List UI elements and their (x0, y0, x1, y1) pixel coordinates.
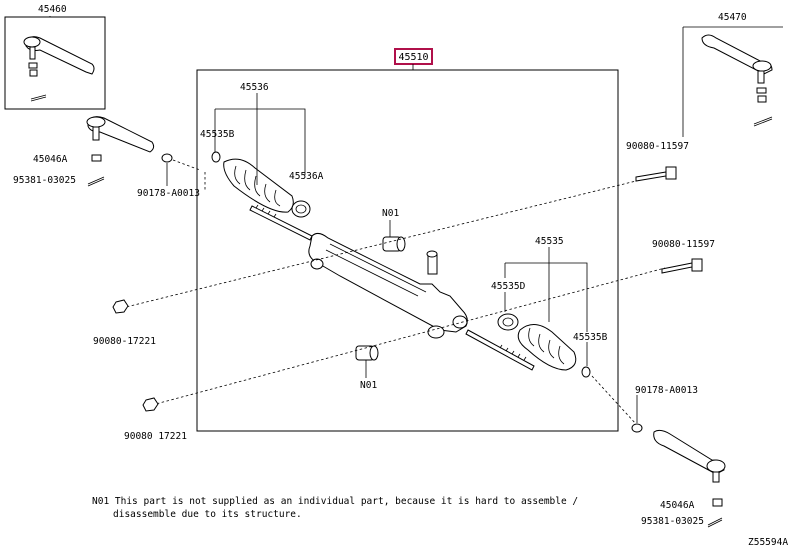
label-45535[interactable]: 45535 (535, 236, 564, 247)
axis-left-rod (172, 159, 201, 171)
label-90080-11597-top[interactable]: 90080-11597 (626, 141, 689, 152)
label-95381-left[interactable]: 95381-03025 (13, 175, 76, 186)
main-part-number[interactable]: 45510 (398, 52, 428, 63)
bushing-n01-top (382, 236, 406, 252)
label-45460[interactable]: 45460 (38, 4, 67, 15)
label-45536A[interactable]: 45536A (289, 171, 324, 182)
footnote-line2: disassemble due to its structure. (113, 509, 302, 520)
right-inner-tie-rod (465, 329, 535, 371)
left-tie-rod-end (86, 116, 173, 187)
label-90080-17221-bottom[interactable]: 90080 17221 (124, 431, 187, 442)
nut-90080-17221-left (112, 299, 129, 314)
label-45046A-left[interactable]: 45046A (33, 154, 68, 165)
inset-frame-45460 (4, 16, 106, 110)
left-inner-tie-rod (249, 204, 313, 241)
tie-rod-end-45470 (701, 34, 773, 127)
label-45536[interactable]: 45536 (240, 82, 269, 93)
label-45470[interactable]: 45470 (718, 12, 747, 23)
nut-90080-17221-bottom (142, 397, 159, 412)
tie-rod-end-inset (23, 36, 95, 102)
axis-bolt-top (121, 179, 641, 309)
right-boot-assembly (497, 313, 591, 378)
leader-45536 (215, 108, 306, 175)
label-n01-bottom[interactable]: N01 (360, 380, 377, 391)
figure-id: Z55594A (748, 537, 788, 548)
label-90178-left[interactable]: 90178-A0013 (137, 188, 200, 199)
label-45535D[interactable]: 45535D (491, 281, 526, 292)
label-45535B-left[interactable]: 45535B (200, 129, 235, 140)
bolt-90080-11597-top (635, 166, 677, 182)
leader-45535 (505, 262, 588, 332)
right-tie-rod-end (631, 423, 726, 528)
label-45046A-right[interactable]: 45046A (660, 500, 695, 511)
bolt-90080-11597-mid (661, 258, 703, 274)
footnote-line1: N01 This part is not supplied as an indi… (92, 496, 578, 507)
label-45535B-right[interactable]: 45535B (573, 332, 608, 343)
label-90178-right[interactable]: 90178-A0013 (635, 385, 698, 396)
axis-right-rod (591, 375, 637, 425)
main-assembly-frame (196, 69, 619, 432)
axis-bolt-bottom (151, 267, 666, 406)
label-90080-11597-mid[interactable]: 90080-11597 (652, 239, 715, 250)
label-95381-right[interactable]: 95381-03025 (641, 516, 704, 527)
bushing-n01-bottom (355, 345, 379, 361)
left-boot-assembly (211, 151, 311, 218)
label-n01-top[interactable]: N01 (382, 208, 399, 219)
main-part-number-box[interactable] (394, 48, 433, 65)
label-90080-17221-left[interactable]: 90080-17221 (93, 336, 156, 347)
rack-housing (308, 232, 468, 339)
